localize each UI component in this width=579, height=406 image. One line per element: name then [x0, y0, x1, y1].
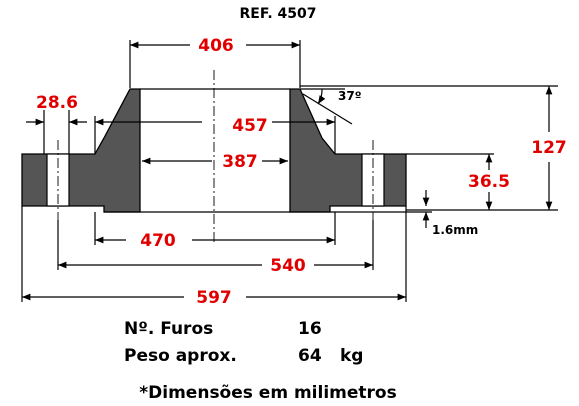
- dim-540-label: 540: [270, 256, 306, 276]
- dim-127-label: 127: [531, 138, 567, 158]
- angle-arc: [317, 88, 326, 105]
- dim-36-label: 36.5: [468, 172, 510, 192]
- dim-28-label: 28.6: [36, 93, 78, 113]
- holes-label: Nº. Furos: [124, 319, 213, 339]
- footnote: *Dimensões em milimetros: [139, 383, 396, 403]
- holes-value: 16: [298, 319, 322, 339]
- right-section: [289, 88, 407, 213]
- dim-457-label: 457: [232, 116, 268, 136]
- dim-597-label: 597: [196, 288, 232, 308]
- dim-470-label: 470: [140, 231, 176, 251]
- dim-406-label: 406: [198, 36, 234, 56]
- reference-title: REF. 4507: [239, 6, 316, 22]
- weight-value: 64: [298, 346, 322, 366]
- dim-387-label: 387: [222, 152, 258, 172]
- weight-unit: kg: [340, 346, 363, 366]
- angle-leader: [302, 93, 353, 125]
- dim-angle-label: 37º: [338, 89, 362, 103]
- dim-1-6-label: 1.6mm: [432, 223, 478, 237]
- weight-label: Peso aprox.: [124, 346, 237, 366]
